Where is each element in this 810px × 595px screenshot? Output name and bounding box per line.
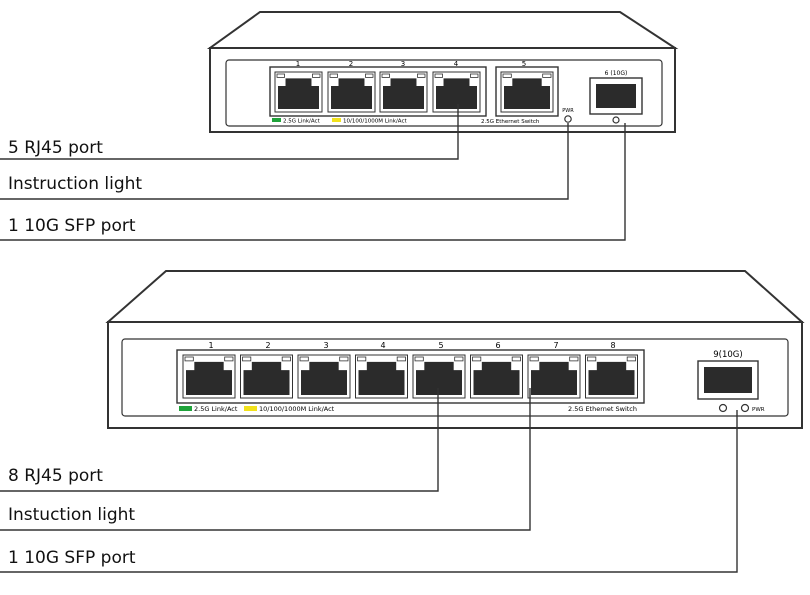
rj45-port bbox=[379, 71, 428, 113]
rj45-port bbox=[470, 354, 523, 399]
rj45-port bbox=[182, 354, 236, 399]
switch-top-sfp-led bbox=[612, 116, 620, 124]
switch-top: 1 2 3 4 5 2.5G Link/Act 10/100/1000M Lin… bbox=[206, 11, 679, 133]
switch-bottom-port-number: 5 bbox=[438, 341, 443, 350]
switch-bottom-sfp-label: 9(10G) bbox=[713, 350, 742, 360]
switch-bottom-lid bbox=[105, 270, 805, 323]
switch-top-model-text: 2.5G Ethernet Switch bbox=[481, 119, 540, 125]
rj45-port bbox=[327, 71, 376, 113]
switch-bottom-port-number: 7 bbox=[553, 341, 558, 350]
callout-line-light-bottom bbox=[0, 388, 531, 531]
rj45-port bbox=[527, 354, 581, 399]
callout-line-sfp-bottom bbox=[0, 410, 738, 573]
switch-bottom-callout-lines bbox=[0, 388, 738, 573]
switch-bottom-sfp-port bbox=[704, 367, 752, 393]
switch-bottom-legend-yellow-swatch bbox=[244, 406, 257, 411]
switch-bottom: 1 2 3 4 5 6 7 8 2.5G Link/Act 10/100/100… bbox=[105, 270, 805, 429]
switch-bottom-legend-green-swatch bbox=[179, 406, 192, 411]
switch-top-sfp-label: 6 (10G) bbox=[605, 70, 628, 77]
switch-top-callout-lines bbox=[0, 104, 626, 241]
switch-bottom-port-number: 1 bbox=[208, 341, 213, 350]
switch-top-legend-green-swatch bbox=[272, 118, 281, 122]
rj45-port bbox=[240, 354, 293, 399]
switch-bottom-rj45-ports bbox=[182, 354, 638, 399]
switch-bottom-port-number: 4 bbox=[380, 341, 385, 350]
switch-top-port-number: 4 bbox=[454, 60, 459, 68]
switch-bottom-port-group bbox=[176, 349, 645, 404]
rj45-port bbox=[500, 71, 554, 113]
switch-top-lid bbox=[206, 11, 679, 49]
callout-label-sfp-bottom: 1 10G SFP port bbox=[8, 548, 136, 568]
callout-label-light-bottom: Instuction light bbox=[8, 505, 136, 525]
callout-label-rj45-bottom: 8 RJ45 port bbox=[8, 466, 103, 486]
callout-label-sfp-top: 1 10G SFP port bbox=[8, 216, 136, 236]
callout-line-rj45-bottom bbox=[0, 388, 439, 492]
switch-bottom-pwr-label: PWR bbox=[752, 407, 765, 413]
switch-top-port-number: 3 bbox=[401, 60, 405, 68]
switch-top-rj45-ports bbox=[274, 71, 554, 113]
switch-top-port-group-1-4 bbox=[269, 66, 487, 117]
switch-top-sfp-port bbox=[596, 84, 636, 108]
switch-bottom-model-text: 2.5G Ethernet Switch bbox=[568, 405, 637, 413]
rj45-port bbox=[412, 354, 466, 399]
callout-label-light-top: Instruction light bbox=[8, 174, 143, 194]
rj45-port bbox=[297, 354, 351, 399]
switch-top-legend-yellow: 10/100/1000M Link/Act bbox=[343, 119, 407, 125]
switch-top-pwr-led bbox=[564, 115, 572, 123]
switch-bottom-port-number: 3 bbox=[323, 341, 328, 350]
switch-bottom-sfp-led bbox=[718, 403, 728, 413]
switch-bottom-legend-yellow: 10/100/1000M Link/Act bbox=[259, 405, 335, 413]
switch-top-pwr-label: PWR bbox=[562, 108, 574, 114]
switch-bottom-legend-green: 2.5G Link/Act bbox=[194, 405, 238, 413]
switch-top-port-group-5 bbox=[495, 66, 559, 117]
switch-bottom-port-number: 8 bbox=[610, 341, 615, 350]
switch-top-legend-yellow-swatch bbox=[332, 118, 341, 122]
callout-label-rj45-top: 5 RJ45 port bbox=[8, 138, 103, 158]
rj45-port bbox=[585, 354, 638, 399]
rj45-port bbox=[432, 71, 481, 113]
switch-top-port-number: 2 bbox=[349, 60, 353, 68]
switch-top-port-number: 5 bbox=[522, 60, 526, 68]
callout-line-rj45-top bbox=[0, 104, 459, 160]
switch-bottom-port-number: 6 bbox=[495, 341, 500, 350]
switch-bottom-pwr-led bbox=[740, 403, 750, 413]
rj45-port bbox=[355, 354, 408, 399]
callout-line-sfp-top bbox=[0, 123, 626, 241]
callout-line-light-top bbox=[0, 123, 569, 200]
switch-top-port-number: 1 bbox=[296, 60, 300, 68]
switch-bottom-port-number: 2 bbox=[265, 341, 270, 350]
switch-top-legend-green: 2.5G Link/Act bbox=[283, 119, 321, 125]
rj45-port bbox=[274, 71, 323, 113]
